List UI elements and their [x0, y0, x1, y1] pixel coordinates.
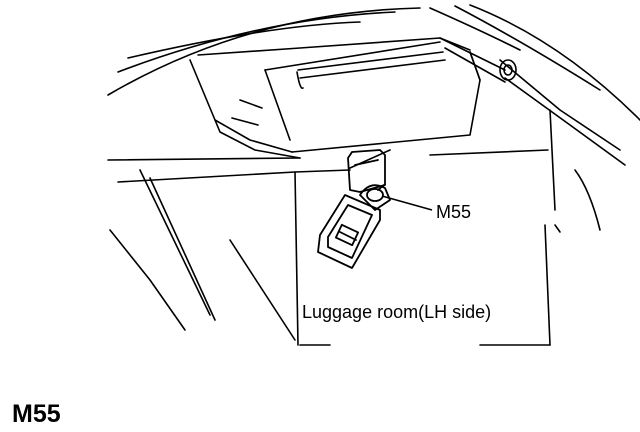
connector-m55 [317, 149, 391, 269]
location-caption: Luggage room(LH side) [302, 302, 491, 322]
connector-callout-label: M55 [436, 202, 471, 222]
body-panel-lines [107, 4, 640, 346]
connector-leader-line [381, 195, 433, 211]
connector-code-heading: M55 [12, 400, 61, 428]
